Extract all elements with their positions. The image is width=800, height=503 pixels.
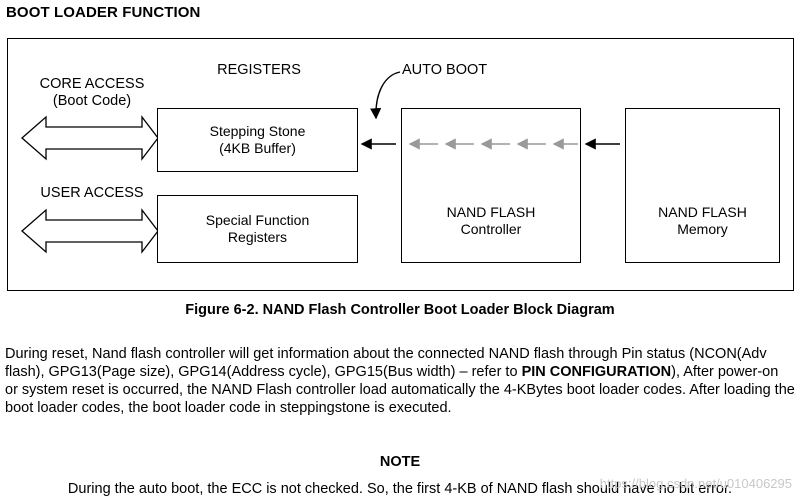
user-access-label: USER ACCESS: [40, 185, 144, 201]
body-paragraph: During reset, Nand flash controller will…: [5, 346, 795, 416]
auto-boot-arrow: [370, 71, 401, 120]
special-function-registers-box: Special Function Registers: [157, 195, 358, 263]
core-access-label: CORE ACCESS (Boot Code): [39, 76, 145, 109]
user-access-arrow: [21, 208, 159, 254]
section-heading: BOOT LOADER FUNCTION: [6, 4, 201, 21]
stepping-stone-box: Stepping Stone (4KB Buffer): [157, 108, 358, 172]
auto-boot-label: AUTO BOOT: [402, 62, 488, 78]
pin-configuration-ref: PIN CONFIGURATION: [521, 364, 672, 380]
registers-label: REGISTERS: [217, 62, 301, 78]
block-diagram-frame: [7, 38, 794, 291]
core-access-arrow: [21, 115, 159, 161]
nand-flash-controller-box: NAND FLASH Controller: [401, 108, 581, 263]
watermark: https://blog.csdn.net/u010406295: [599, 476, 792, 491]
figure-caption: Figure 6-2. NAND Flash Controller Boot L…: [185, 302, 615, 318]
note-text: During the auto boot, the ECC is not che…: [67, 481, 733, 497]
note-title: NOTE: [379, 454, 421, 470]
nand-flash-memory-box: NAND FLASH Memory: [625, 108, 780, 263]
